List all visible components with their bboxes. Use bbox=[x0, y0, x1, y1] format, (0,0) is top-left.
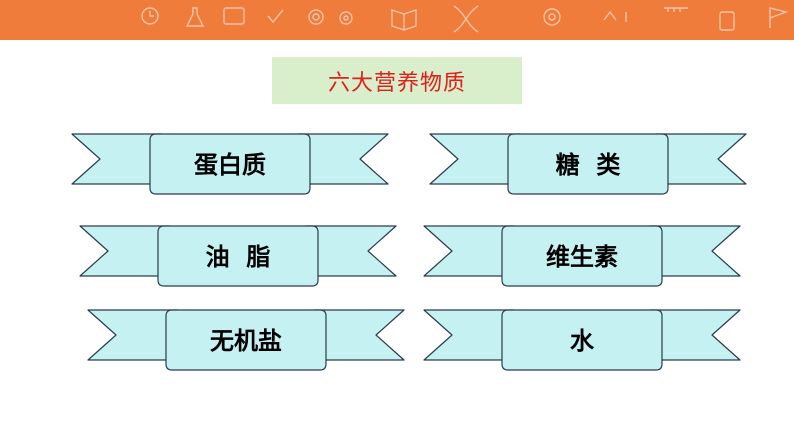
calculator-icon bbox=[719, 11, 735, 31]
ribbon-center-band bbox=[501, 225, 663, 287]
ribbon-vitamin: 维生素 bbox=[422, 222, 742, 294]
flag-icon bbox=[769, 7, 789, 28]
ribbon-sugar: 糖 类 bbox=[428, 130, 748, 202]
tablet-icon bbox=[223, 7, 245, 25]
ribbon-left-tail bbox=[429, 133, 521, 185]
ruler-icon bbox=[664, 7, 688, 12]
atom-icon bbox=[339, 11, 353, 25]
ribbon-banner-shape bbox=[87, 309, 405, 371]
ribbon-label: 糖 类 bbox=[555, 150, 621, 179]
ribbon-banner-shape bbox=[79, 225, 397, 287]
ribbon-label: 无机盐 bbox=[210, 326, 282, 355]
ribbon-center-band bbox=[165, 309, 327, 371]
math-icon bbox=[603, 10, 627, 22]
ribbon-banner-shape bbox=[71, 133, 389, 195]
ribbon-label: 维生素 bbox=[546, 242, 618, 271]
flask-icon bbox=[185, 7, 205, 27]
header-bar bbox=[0, 0, 794, 40]
ribbon-banner-shape bbox=[423, 309, 741, 371]
clock-icon bbox=[141, 7, 159, 25]
ribbon-center-band bbox=[501, 309, 663, 371]
ribbon-left-tail bbox=[423, 225, 515, 277]
gear-icon-2 bbox=[543, 8, 561, 26]
ribbon-label: 水 bbox=[570, 326, 594, 355]
ribbon-center-band bbox=[507, 133, 669, 195]
ribbon-left-tail bbox=[79, 225, 171, 277]
ribbon-banner-shape bbox=[423, 225, 741, 287]
check-icon bbox=[267, 9, 284, 24]
ribbon-fat: 油 脂 bbox=[78, 222, 398, 294]
ribbon-left-tail bbox=[71, 133, 163, 185]
ribbon-left-tail bbox=[87, 309, 179, 361]
ribbon-center-band bbox=[149, 133, 311, 195]
gear-icon bbox=[308, 9, 324, 25]
dna-icon bbox=[453, 5, 479, 33]
ribbon-label: 油 脂 bbox=[205, 242, 271, 271]
ribbon-water: 水 bbox=[422, 306, 742, 378]
header-decoration bbox=[141, 5, 789, 33]
page-title: 六大营养物质 bbox=[272, 57, 522, 104]
ribbon-left-tail bbox=[423, 309, 515, 361]
ribbon-label: 蛋白质 bbox=[194, 150, 266, 179]
book-icon bbox=[391, 9, 417, 31]
ribbon-protein: 蛋白质 bbox=[70, 130, 390, 202]
ribbon-mineral: 无机盐 bbox=[86, 306, 406, 378]
ribbon-center-band bbox=[157, 225, 319, 287]
ribbon-banner-shape bbox=[429, 133, 747, 195]
